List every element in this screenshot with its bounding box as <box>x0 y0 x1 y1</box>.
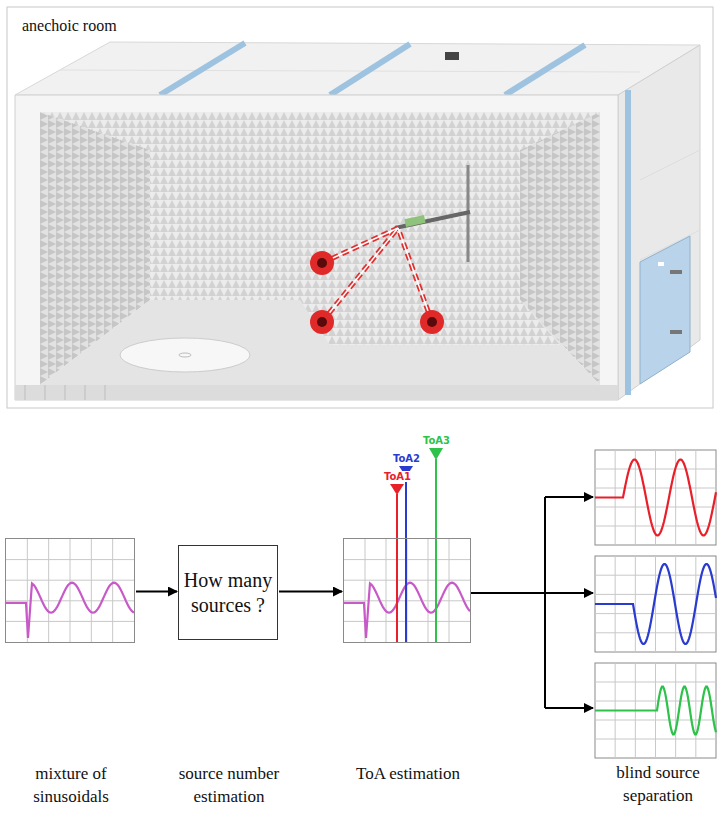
flow-arrow <box>136 591 177 593</box>
signal-panel: mixture of sinusoidals <box>5 538 135 643</box>
step-caption: ToA estimation <box>333 763 483 786</box>
step-caption: blind source separation <box>602 762 714 808</box>
toa-markers <box>390 448 443 538</box>
box-label: How many sources ? <box>183 568 273 618</box>
signal-panel: ToA estimation <box>343 538 471 643</box>
figure-label: anechoic room <box>22 17 117 35</box>
marker-label: ToA2 <box>392 453 421 464</box>
split-arrows <box>471 497 593 708</box>
anechoic-room <box>15 42 700 400</box>
waveform <box>6 539 134 642</box>
marker-label: ToA1 <box>383 471 412 482</box>
step-caption: source number estimation <box>167 763 291 809</box>
marker-label: ToA3 <box>422 435 451 446</box>
flow-arrow <box>279 591 342 593</box>
figure-frame <box>7 7 713 408</box>
output-panels <box>595 450 716 758</box>
step-caption: mixture of sinusoidals <box>21 763 121 809</box>
process-box: How many sources ?source number estimati… <box>178 545 278 640</box>
waveform <box>344 539 470 642</box>
